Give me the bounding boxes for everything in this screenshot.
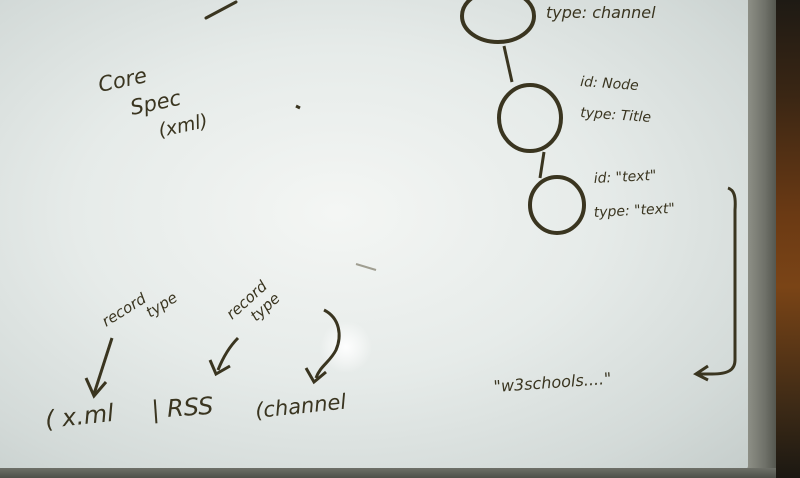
- channel-bottom-label: (channel: [254, 390, 347, 423]
- node-bottom-circle: [528, 175, 586, 235]
- record-left-label: record: [99, 289, 150, 330]
- bracket-arrowhead: [693, 364, 709, 382]
- curly-arrow: [314, 308, 341, 379]
- marker-tray: [0, 468, 776, 478]
- xml-label: (xml): [156, 110, 209, 142]
- w3schools-label: "w3schools....": [493, 369, 612, 396]
- stray-stroke: [204, 0, 238, 20]
- node-bottom-id: id: "text": [593, 168, 656, 187]
- arrow-left-head: [84, 377, 108, 399]
- node-top-type: type: channel: [546, 3, 656, 22]
- node-mid-id: id: Node: [580, 74, 639, 94]
- arrow-mid-shaft: [216, 336, 240, 371]
- curly-arrowhead: [304, 367, 327, 385]
- dot-mark: [295, 104, 301, 110]
- smudge-1: [355, 263, 377, 271]
- node-bottom-type: type: "text": [593, 201, 675, 221]
- connector-2: [538, 151, 546, 179]
- arrow-left-shaft: [92, 337, 114, 395]
- bracket-arrow: [698, 186, 737, 376]
- board-frame: [748, 0, 776, 478]
- connector-1: [502, 45, 514, 83]
- spec-label: Spec: [128, 86, 183, 120]
- rss-bottom-label: | RSS: [150, 392, 214, 424]
- whiteboard: Core Spec (xml) type: channel id: Node t…: [0, 0, 748, 472]
- whiteboard-ink: Core Spec (xml) type: channel id: Node t…: [44, 0, 737, 434]
- core-label: Core: [96, 63, 149, 97]
- node-top-circle: [460, 0, 536, 44]
- node-mid-type: type: Title: [580, 105, 652, 126]
- wooden-wall: [776, 0, 800, 478]
- arrow-mid-head: [208, 359, 231, 377]
- xml-bottom-label: ( x.ml: [44, 399, 116, 434]
- type-left-label: type: [143, 288, 181, 321]
- node-mid-circle: [497, 83, 563, 153]
